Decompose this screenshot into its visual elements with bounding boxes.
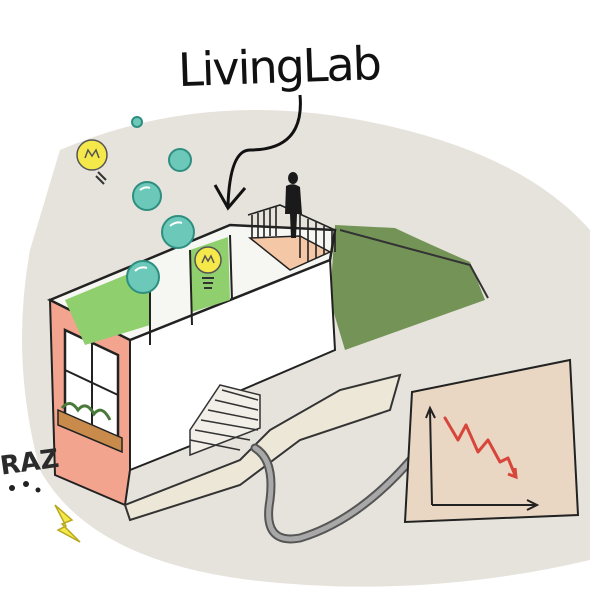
- page-title: LivingLab: [177, 36, 381, 98]
- stairs: [189, 384, 261, 457]
- trend-chart: [403, 358, 580, 524]
- arrow-icon: [226, 94, 302, 206]
- bubble-highlight: [134, 186, 183, 272]
- lightbulb-icon: [194, 246, 222, 289]
- terrace: [247, 235, 332, 271]
- roof-divider: [229, 234, 233, 301]
- railing: [247, 204, 336, 262]
- water-bubble-icon: [126, 116, 195, 294]
- window: [57, 328, 123, 454]
- garden-outline: [339, 229, 489, 299]
- ink-drips: [9, 481, 41, 493]
- garden-area: [330, 225, 485, 350]
- lightbulb-icon: [76, 139, 108, 185]
- person-icon: [285, 172, 302, 238]
- lightning-icon: [54, 504, 81, 543]
- roof-divider: [189, 249, 193, 326]
- arrow-head: [213, 184, 247, 211]
